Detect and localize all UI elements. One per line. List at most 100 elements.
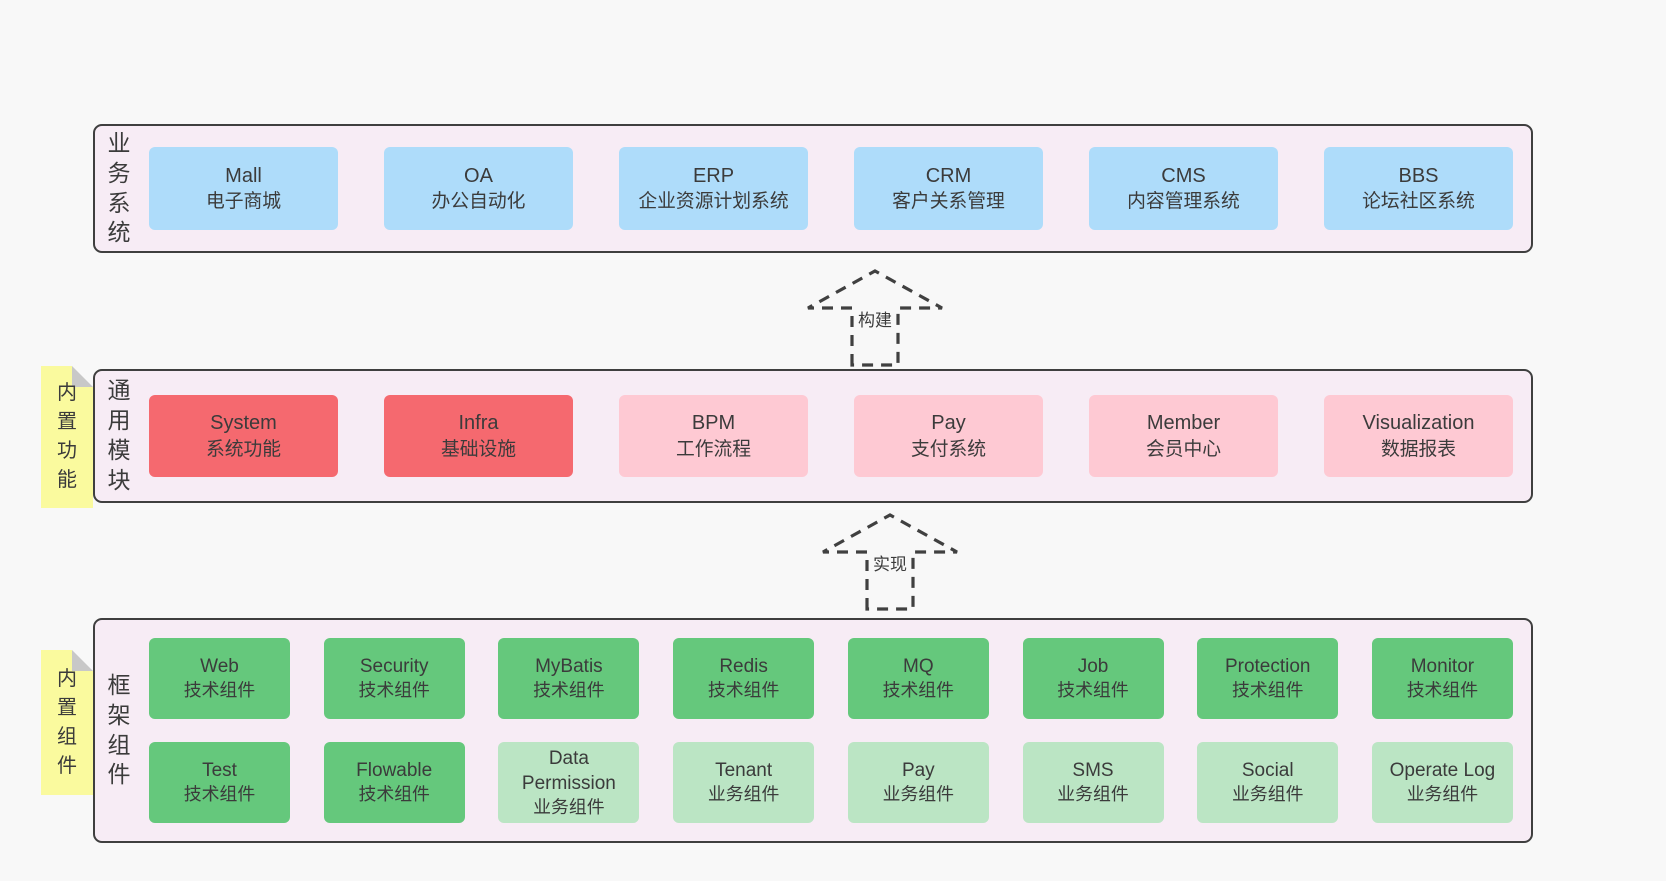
box-name: MQ	[903, 656, 934, 678]
diagram-box-erp: ERP 企业资源计划系统	[619, 147, 808, 230]
box-subtitle: 支付系统	[910, 437, 987, 459]
box-name: Mall	[225, 164, 262, 187]
box-subtitle: 业务组件	[1057, 784, 1129, 805]
box-subtitle: 会员中心	[1145, 437, 1222, 459]
box-subtitle: 业务组件	[1231, 784, 1304, 805]
box-subtitle: 客户关系管理	[892, 190, 1005, 212]
box-row: Mall 电子商城 OA 办公自动化 ERP 企业资源计划系统 CRM 客户关系管理 CMS 内容…	[149, 147, 1513, 230]
box-name: ERP	[692, 164, 735, 187]
box-subtitle: 办公自动化	[431, 190, 526, 212]
box-subtitle: 业务组件	[1406, 784, 1479, 805]
box-name: Tenant	[715, 760, 773, 782]
box-name: BPM	[691, 412, 736, 435]
implement-arrow: 实现	[815, 512, 965, 612]
box-name: Visualization	[1362, 412, 1475, 435]
band-label-business-systems: 业务系统	[95, 126, 143, 251]
sticky-note-built-in-components: 内置组件	[41, 650, 93, 795]
box-subtitle: 企业资源计划系统	[638, 190, 789, 212]
sticky-note-text: 内置功能	[57, 382, 77, 491]
band-label-framework-components: 框架组件	[95, 620, 143, 841]
box-name: Infra	[458, 412, 499, 435]
box-subtitle: 技术组件	[358, 680, 430, 701]
box-subtitle: 技术组件	[1231, 680, 1304, 701]
box-name: Protection	[1224, 656, 1311, 678]
box-name: BBS	[1398, 164, 1439, 187]
dashed-up-arrow-icon	[807, 269, 943, 367]
diagram-box-cms: CMS 内容管理系统	[1089, 147, 1278, 230]
box-name: MyBatis	[535, 656, 603, 678]
box-subtitle: 内容管理系统	[1127, 190, 1240, 212]
box-name: Test	[202, 760, 237, 782]
box-subtitle: 技术组件	[183, 784, 256, 805]
box-name: OA	[464, 164, 493, 187]
box-name: CMS	[1161, 164, 1206, 187]
folded-corner-icon	[72, 366, 93, 387]
box-subtitle: 数据报表	[1380, 437, 1457, 459]
box-name: Pay	[901, 760, 935, 782]
box-name: Operate Log	[1389, 760, 1496, 782]
diagram-box-bbs: BBS 论坛社区系统	[1324, 147, 1513, 230]
implement-arrow-label: 实现	[869, 549, 911, 576]
box-subtitle: 技术组件	[1057, 680, 1129, 701]
box-name: Member	[1146, 412, 1221, 435]
box-name: Data Permission	[521, 747, 616, 794]
diagram-box-crm: CRM 客户关系管理	[854, 147, 1043, 230]
diagram-box-mall: Mall 电子商城	[149, 147, 338, 230]
box-name: Redis	[719, 656, 768, 678]
box-subtitle: 业务组件	[882, 784, 955, 805]
box-subtitle: 基础设施	[440, 437, 517, 459]
box-name: Pay	[931, 412, 966, 435]
box-subtitle: 技术组件	[882, 680, 955, 701]
band-label-text: 通用模块	[107, 377, 131, 493]
box-subtitle: 系统功能	[205, 437, 282, 459]
box-subtitle: 工作流程	[675, 437, 752, 459]
box-subtitle: 电子商城	[205, 190, 282, 212]
sticky-note-text: 内置组件	[57, 667, 77, 777]
sticky-note-built-in-features: 内置功能	[41, 366, 93, 508]
diagram-box-oa: OA 办公自动化	[384, 147, 573, 230]
box-name: CRM	[925, 164, 972, 187]
band-business-systems: 业务系统 Mall 电子商城 OA 办公自动化 ERP 企业资源计划系统 CRM 客户关系管理…	[93, 124, 1533, 253]
box-name: Job	[1077, 656, 1109, 678]
box-name: Web	[200, 656, 239, 678]
box-subtitle: 论坛社区系统	[1362, 190, 1475, 212]
band-boxes-business-systems: Mall 电子商城 OA 办公自动化 ERP 企业资源计划系统 CRM 客户关系管理 CMS 内容…	[143, 126, 1531, 251]
box-subtitle: 技术组件	[1406, 680, 1479, 701]
build-arrow-label: 构建	[854, 305, 896, 332]
box-name: SMS	[1072, 760, 1114, 782]
box-subtitle: 技术组件	[707, 680, 780, 701]
box-subtitle: 技术组件	[183, 680, 256, 701]
build-arrow: 构建	[800, 268, 950, 368]
folded-corner-icon	[72, 650, 93, 671]
box-name: Monitor	[1410, 656, 1475, 678]
band-label-text: 框架组件	[107, 671, 131, 788]
band-label-common-modules: 通用模块	[95, 371, 143, 501]
dashed-up-arrow-icon	[822, 513, 958, 611]
